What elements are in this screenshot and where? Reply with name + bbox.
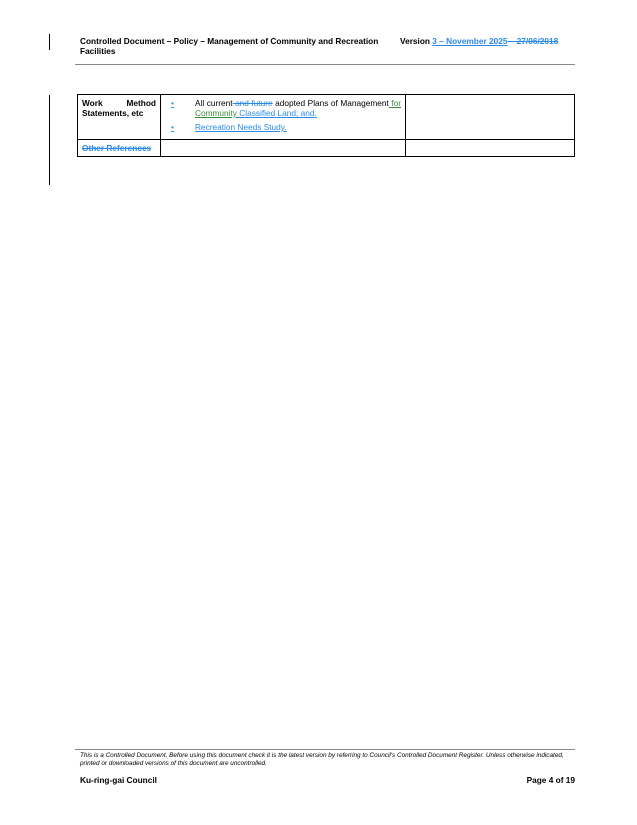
bullet-icon: • bbox=[171, 122, 174, 132]
inserted-text: for Community bbox=[195, 98, 401, 118]
change-bar bbox=[49, 34, 50, 50]
text: All current bbox=[195, 98, 233, 108]
empty-cell bbox=[405, 94, 575, 140]
footer-org: Ku-ring-gai Council bbox=[80, 775, 157, 785]
header-rule bbox=[75, 64, 575, 65]
label-word: Statements, etc bbox=[82, 108, 144, 118]
empty-cell bbox=[160, 139, 406, 157]
header-version: Version 3 – November 2025 – 27/06/2018 bbox=[400, 36, 558, 46]
page-number: Page 4 of 19 bbox=[526, 775, 575, 785]
bullet-icon: • bbox=[171, 98, 174, 108]
change-bar bbox=[49, 95, 50, 185]
footer-rule bbox=[75, 749, 575, 750]
deleted-text: and future bbox=[232, 98, 273, 108]
version-inserted: 3 – November 2025 bbox=[432, 36, 508, 46]
inserted-text: Classified Land; and. bbox=[236, 108, 317, 118]
version-deleted: – 27/06/2018 bbox=[507, 36, 559, 46]
list-item: • All current and future adopted Plans of… bbox=[171, 98, 401, 118]
label-word: Work bbox=[82, 98, 103, 108]
version-label: Version bbox=[400, 36, 433, 46]
label-word: Method bbox=[126, 98, 157, 108]
table-row: Other References bbox=[77, 139, 575, 157]
inserted-text: Recreation Needs Study. bbox=[195, 122, 287, 132]
text: adopted Plans of Management bbox=[272, 98, 389, 108]
empty-cell bbox=[405, 139, 575, 157]
list-item: • Recreation Needs Study. bbox=[171, 122, 401, 132]
row-label: Other References bbox=[77, 139, 161, 157]
row-content: • All current and future adopted Plans of… bbox=[160, 94, 406, 140]
footer-note: This is a Controlled Document. Before us… bbox=[80, 752, 564, 767]
deleted-text: Other References bbox=[82, 143, 152, 153]
header-title: Controlled Document – Policy – Managemen… bbox=[80, 36, 379, 56]
